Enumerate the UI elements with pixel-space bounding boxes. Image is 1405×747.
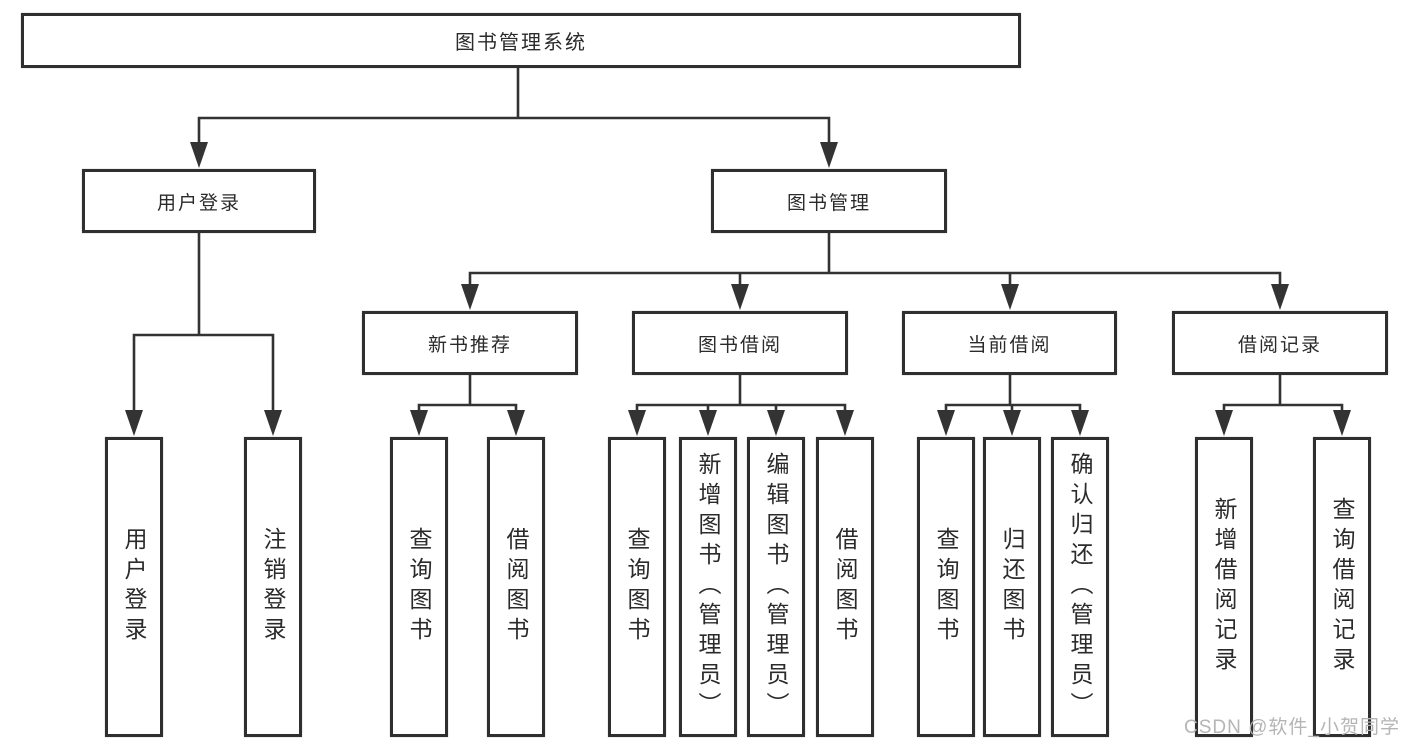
arrowhead-icon [731,284,749,310]
arrowhead-icon [820,142,838,168]
arrowhead-icon [699,410,717,436]
leaf-node-borrow-books-recommend: 借阅图书 [487,437,545,737]
branch-node-user-login: 用户登录 [82,169,316,233]
branch-node-book-management: 图书管理 [711,169,947,233]
leaf-node-borrow-books: 借阅图书 [816,437,874,737]
arrowhead-icon [507,410,525,436]
leaf-node-user-login: 用户登录 [105,437,163,737]
arrowhead-icon [767,410,785,436]
module-node-new-book-recommendation: 新书推荐 [362,311,578,375]
arrowhead-icon [628,410,646,436]
leaf-node-query-books-recommend: 查询图书 [390,437,448,737]
arrowhead-icon [1003,410,1021,436]
arrowhead-icon [937,410,955,436]
arrowheads [125,142,1351,436]
connector-paths [132,68,1344,411]
leaf-node-query-books-current: 查询图书 [917,437,975,737]
leaf-node-return-books: 归还图书 [983,437,1041,737]
arrowhead-icon [1215,410,1233,436]
module-node-book-borrowing: 图书借阅 [632,311,848,375]
arrowhead-icon [836,410,854,436]
module-node-borrowing-records: 借阅记录 [1172,311,1388,375]
leaf-node-add-borrow-record: 新增借阅记录 [1195,437,1253,737]
arrowhead-icon [410,410,428,436]
leaf-node-edit-books-admin: 编辑图书（管理员） [747,437,805,737]
csdn-watermark: CSDN @软件_小贺同学 [1184,717,1400,738]
leaf-node-confirm-return-admin: 确认归还（管理员） [1051,437,1109,737]
arrowhead-icon [190,142,208,168]
leaf-node-add-books-admin: 新增图书（管理员） [679,437,737,737]
arrowhead-icon [1071,410,1089,436]
arrowhead-icon [125,410,143,436]
leaf-node-query-books-borrowing: 查询图书 [608,437,666,737]
arrowhead-icon [461,284,479,310]
arrowhead-icon [1271,284,1289,310]
root-node-library-management-system: 图书管理系统 [21,13,1021,68]
module-node-current-borrowing: 当前借阅 [902,311,1117,375]
leaf-node-query-borrow-record: 查询借阅记录 [1313,437,1371,737]
leaf-node-logout: 注销登录 [244,437,302,737]
arrowhead-icon [1001,284,1019,310]
arrowhead-icon [264,410,282,436]
arrowhead-icon [1333,410,1351,436]
